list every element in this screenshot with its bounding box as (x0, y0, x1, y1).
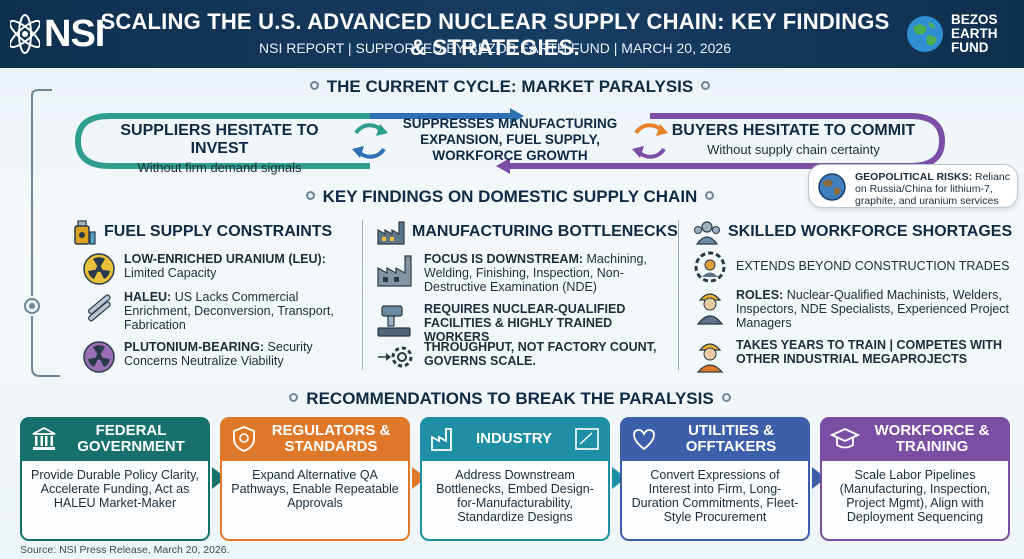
finding-label: HALEU: (124, 290, 172, 304)
worker-gear-icon (694, 251, 726, 283)
geopolitical-label: GEOPOLITICAL RISKS: (855, 171, 973, 183)
partner-line-2: EARTH (951, 26, 998, 41)
source-note: Source: NSI Press Release, March 20, 202… (20, 544, 230, 556)
globe-icon (907, 16, 943, 52)
suppliers-box: SUPPLIERS HESITATE TO INVEST Without fir… (92, 122, 347, 175)
rec-card-body: Scale Labor Pipelines (Manufacturing, In… (820, 461, 1010, 541)
finding-item: LOW-ENRICHED URANIUM (LEU):Limited Capac… (82, 252, 352, 286)
capitol-icon (32, 426, 56, 450)
nsi-logo-text: NSI (44, 12, 105, 55)
workers-icon (694, 221, 720, 245)
workforce-heading: SKILLED WORKFORCE SHORTAGES (728, 223, 1013, 240)
fuel-supply-heading: FUEL SUPPLY CONSTRAINTS (104, 223, 333, 240)
finding-label: LOW-ENRICHED URANIUM (LEU): (124, 252, 326, 266)
column-divider (362, 220, 363, 370)
graduation-cap-icon (830, 428, 860, 449)
rec-card-title: REGULATORS & STANDARDS (271, 422, 391, 455)
finding-item: ROLES: Nuclear-Qualified Machinists, Wel… (692, 288, 1012, 330)
handshake-icon (633, 429, 655, 451)
rec-card-utilities-offtakers: UTILITIES & OFFTAKERS Convert Expression… (620, 417, 810, 541)
radiation-icon (83, 253, 115, 285)
radiation-icon (83, 341, 115, 373)
blueprint-icon (575, 428, 599, 450)
rec-card-body: Expand Alternative QA Pathways, Enable R… (220, 461, 410, 541)
recommendations-section-title: RECOMMENDATIONS TO BREAK THE PARALYSIS (200, 389, 820, 409)
finding-label: THROUGHPUT, NOT FACTORY COUNT, GOVERNS S… (424, 340, 657, 368)
geopolitical-text: Relianc on Russia/China for lithium-7, g… (855, 171, 1011, 207)
findings-panel: FUEL SUPPLY CONSTRAINTS LOW-ENRICHED URA… (40, 212, 1024, 377)
gear-icon (378, 346, 413, 368)
finding-label: PLUTONIUM-BEARING: (124, 340, 265, 354)
globe-icon (818, 173, 846, 201)
atom-icon (10, 14, 40, 54)
manufacturing-column: MANUFACTURING BOTTLENECKS FOCUS IS DOWNS… (376, 212, 678, 377)
rec-card-regulators-standards: REGULATORS & STANDARDS Expand Alternativ… (220, 417, 410, 541)
suppliers-subtext: Without firm demand signals (137, 160, 302, 175)
rec-card-title: WORKFORCE & TRAINING (874, 422, 990, 455)
finding-label: FOCUS IS DOWNSTREAM: (424, 252, 584, 266)
finding-text: US Lacks Commercial Enrichment, Deconver… (124, 290, 334, 332)
bezos-earth-fund-logo: BEZOS EARTH FUND (905, 9, 1020, 59)
finding-label: TAKES YEARS TO TRAIN | COMPETES WITH OTH… (736, 338, 1003, 366)
fuel-supply-column: FUEL SUPPLY CONSTRAINTS LOW-ENRICHED URA… (70, 212, 360, 377)
finding-item: REQUIRES NUCLEAR-QUALIFIED FACILITIES & … (376, 302, 676, 344)
factory-icon (377, 221, 405, 245)
hardhat-icon (696, 343, 724, 373)
recommendations-row: FEDERAL GOVERNMENT Provide Durable Polic… (20, 417, 1010, 541)
rec-card-title: INDUSTRY (475, 430, 553, 447)
finding-item: PLUTONIUM-BEARING: Security Concerns Neu… (82, 340, 352, 374)
rec-card-body: Provide Durable Policy Clarity, Accelera… (20, 461, 210, 541)
fuel-rods-icon (87, 294, 111, 322)
buyers-box: BUYERS HESITATE TO COMMIT Without supply… (666, 122, 921, 157)
worker-icon (696, 293, 724, 325)
page-subtitle: NSI REPORT | SUPPORTED BY BEZOS EARTH FU… (259, 40, 731, 56)
finding-text: Limited Capacity (124, 266, 217, 280)
finding-text: Security Concerns Neutralize Viability (124, 340, 313, 368)
connector-line (24, 89, 60, 377)
suppliers-heading: SUPPLIERS HESITATE TO INVEST (120, 122, 319, 157)
cycle-section-title: THE CURRENT CYCLE: MARKET PARALYSIS (180, 77, 840, 97)
column-divider (678, 220, 679, 370)
finding-text: EXTENDS BEYOND CONSTRUCTION TRADES (736, 259, 1010, 273)
finding-item: FOCUS IS DOWNSTREAM: Machining, Welding,… (376, 252, 676, 294)
buyers-subtext: Without supply chain certainty (707, 142, 880, 157)
nsi-logo: NSI (10, 8, 105, 60)
finding-text: Nuclear-Qualified Machinists, Welders, I… (736, 288, 1010, 330)
partner-line-1: BEZOS (951, 12, 998, 27)
rec-card-title: UTILITIES & OFFTAKERS (685, 422, 777, 455)
rec-card-industry: INDUSTRY Address Downstream Bottlenecks,… (420, 417, 610, 541)
manufacturing-heading: MANUFACTURING BOTTLENECKS (412, 223, 678, 240)
finding-item: TAKES YEARS TO TRAIN | COMPETES WITH OTH… (692, 338, 1012, 374)
machine-icon (377, 305, 411, 337)
buyers-heading: BUYERS HESITATE TO COMMIT (671, 122, 916, 139)
factory-icon (431, 428, 452, 451)
rec-card-title: FEDERAL GOVERNMENT (77, 422, 185, 455)
partner-line-3: FUND (951, 40, 989, 55)
finding-label: ROLES: (736, 288, 784, 302)
geopolitical-risks-callout: GEOPOLITICAL RISKS: Relianc on Russia/Ch… (808, 164, 1018, 208)
finding-text: Machining, Welding, Finishing, Inspectio… (424, 252, 647, 294)
finding-item: THROUGHPUT, NOT FACTORY COUNT, GOVERNS S… (376, 340, 676, 374)
page-title: SCALING THE U.S. ADVANCED NUCLEAR SUPPLY… (100, 9, 890, 60)
findings-section-title: KEY FINDINGS ON DOMESTIC SUPPLY CHAIN (200, 187, 820, 207)
rec-card-body: Convert Expressions of Interest into Fir… (620, 461, 810, 541)
cycle-center-text: SUPPRESSES MANUFACTURING EXPANSION, FUEL… (402, 116, 618, 163)
finding-label: REQUIRES NUCLEAR-QUALIFIED FACILITIES & … (424, 302, 626, 344)
rec-card-federal-government: FEDERAL GOVERNMENT Provide Durable Polic… (20, 417, 210, 541)
finding-item: HALEU: US Lacks Commercial Enrichment, D… (82, 290, 352, 332)
rec-card-workforce-training: WORKFORCE & TRAINING Scale Labor Pipelin… (820, 417, 1010, 541)
market-paralysis-cycle: SUPPLIERS HESITATE TO INVEST Without fir… (70, 102, 950, 180)
header-banner: NSI SCALING THE U.S. ADVANCED NUCLEAR SU… (0, 0, 1024, 68)
fuel-canister-icon (74, 220, 96, 245)
finding-item: EXTENDS BEYOND CONSTRUCTION TRADES (692, 250, 1012, 284)
workforce-column: SKILLED WORKFORCE SHORTAGES EXTENDS BEYO… (692, 212, 1012, 377)
badge-icon (233, 426, 255, 452)
rec-card-body: Address Downstream Bottlenecks, Embed De… (420, 461, 610, 541)
factory-icon (377, 255, 412, 287)
